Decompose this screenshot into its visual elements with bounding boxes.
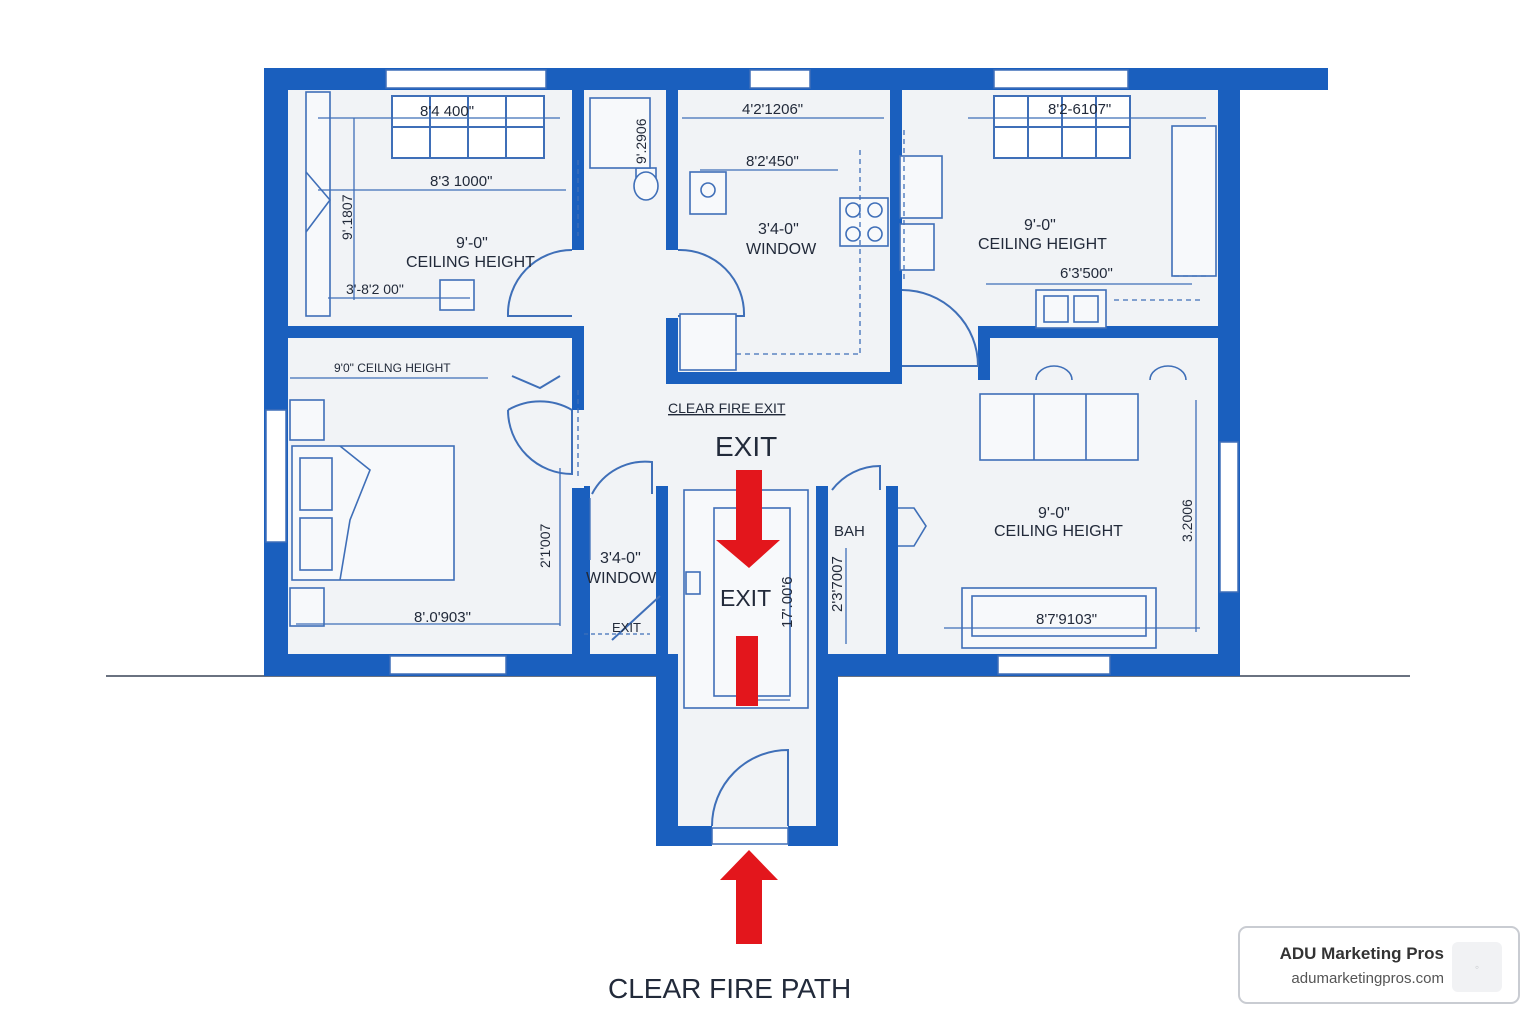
door-swings [506, 248, 980, 827]
brand-name: ADU Marketing Pros [1279, 944, 1444, 963]
bedroom1-side-dim: 9'.1807 [339, 194, 355, 240]
clear-fire-path: CLEAR FIRE PATH [608, 973, 851, 1004]
living-bottom-dim: 8'7'9103" [1036, 611, 1097, 628]
clear-fire-exit: CLEAR FIRE EXIT [668, 400, 786, 416]
right-room-ceiling-value: 9'-0" [1024, 217, 1056, 234]
brand-logo-icon: ◦ [1452, 942, 1502, 992]
fire-path-arrows [716, 470, 780, 944]
hall-dim: 17'.00'6 [779, 576, 796, 628]
brand-url[interactable]: adumarketingpros.com [1291, 970, 1444, 987]
right-room-low-dim: 6'3'500" [1060, 265, 1113, 282]
bedroom2-side-dim: 2'1'007 [537, 524, 553, 568]
entry-up-arrow [720, 850, 778, 944]
closet-exit: EXIT [612, 620, 641, 635]
brand-badge[interactable]: ADU Marketing Pros adumarketingpros.com … [1238, 926, 1520, 1004]
exit-down-arrow [716, 470, 780, 568]
living-ceiling-value: 9'-0" [1038, 505, 1070, 522]
living-ceiling-text: CEILING HEIGHT [994, 523, 1123, 540]
plan-text: 8'4 400" 8'3 1000" 9'.1807 9'-0" CEILING… [334, 101, 1195, 1004]
kitchen-window-value: 3'4-0" [758, 221, 799, 238]
window-panes [391, 95, 1131, 159]
closet-window-text: WINDOW [586, 570, 657, 587]
bath-top-dim: 9'.2906 [633, 118, 649, 164]
kitchen-mid-dim: 8'2'450" [746, 153, 799, 170]
closet-window-value: 3'4-0" [600, 550, 641, 567]
bath2-dim: 2'3'7007 [829, 556, 846, 612]
exit-bar [736, 636, 758, 706]
bedroom1-low-dim: 3'-8'2 00" [346, 281, 404, 297]
right-room-ceiling-text: CEILING HEIGHT [978, 236, 1107, 253]
windows [265, 69, 1239, 845]
bedroom1-window-dim: 8'4 400" [420, 103, 474, 120]
bedroom1-width-dim: 8'3 1000" [430, 173, 492, 190]
bedroom2-bottom-dim: 8'.0'903" [414, 609, 471, 626]
exit-main: EXIT [715, 431, 777, 462]
furniture [289, 91, 1217, 709]
bedroom1-ceiling-value: 9'-0" [456, 235, 488, 252]
bedroom2-ceiling: 9'0" CEILNG HEIGHT [334, 361, 451, 375]
interior-walls [276, 80, 1230, 666]
bath2-label: BAH [834, 523, 865, 540]
kitchen-top-dim: 4'2'1206" [742, 101, 803, 118]
hall-exit: EXIT [720, 585, 771, 611]
living-side-dim: 3.2006 [1179, 499, 1195, 542]
right-room-window-dim: 8'2-6107" [1048, 101, 1111, 118]
kitchen-window-text: WINDOW [746, 241, 817, 258]
bedroom1-ceiling-text: CEILING HEIGHT [406, 254, 535, 271]
dimension-lines [290, 117, 1206, 701]
